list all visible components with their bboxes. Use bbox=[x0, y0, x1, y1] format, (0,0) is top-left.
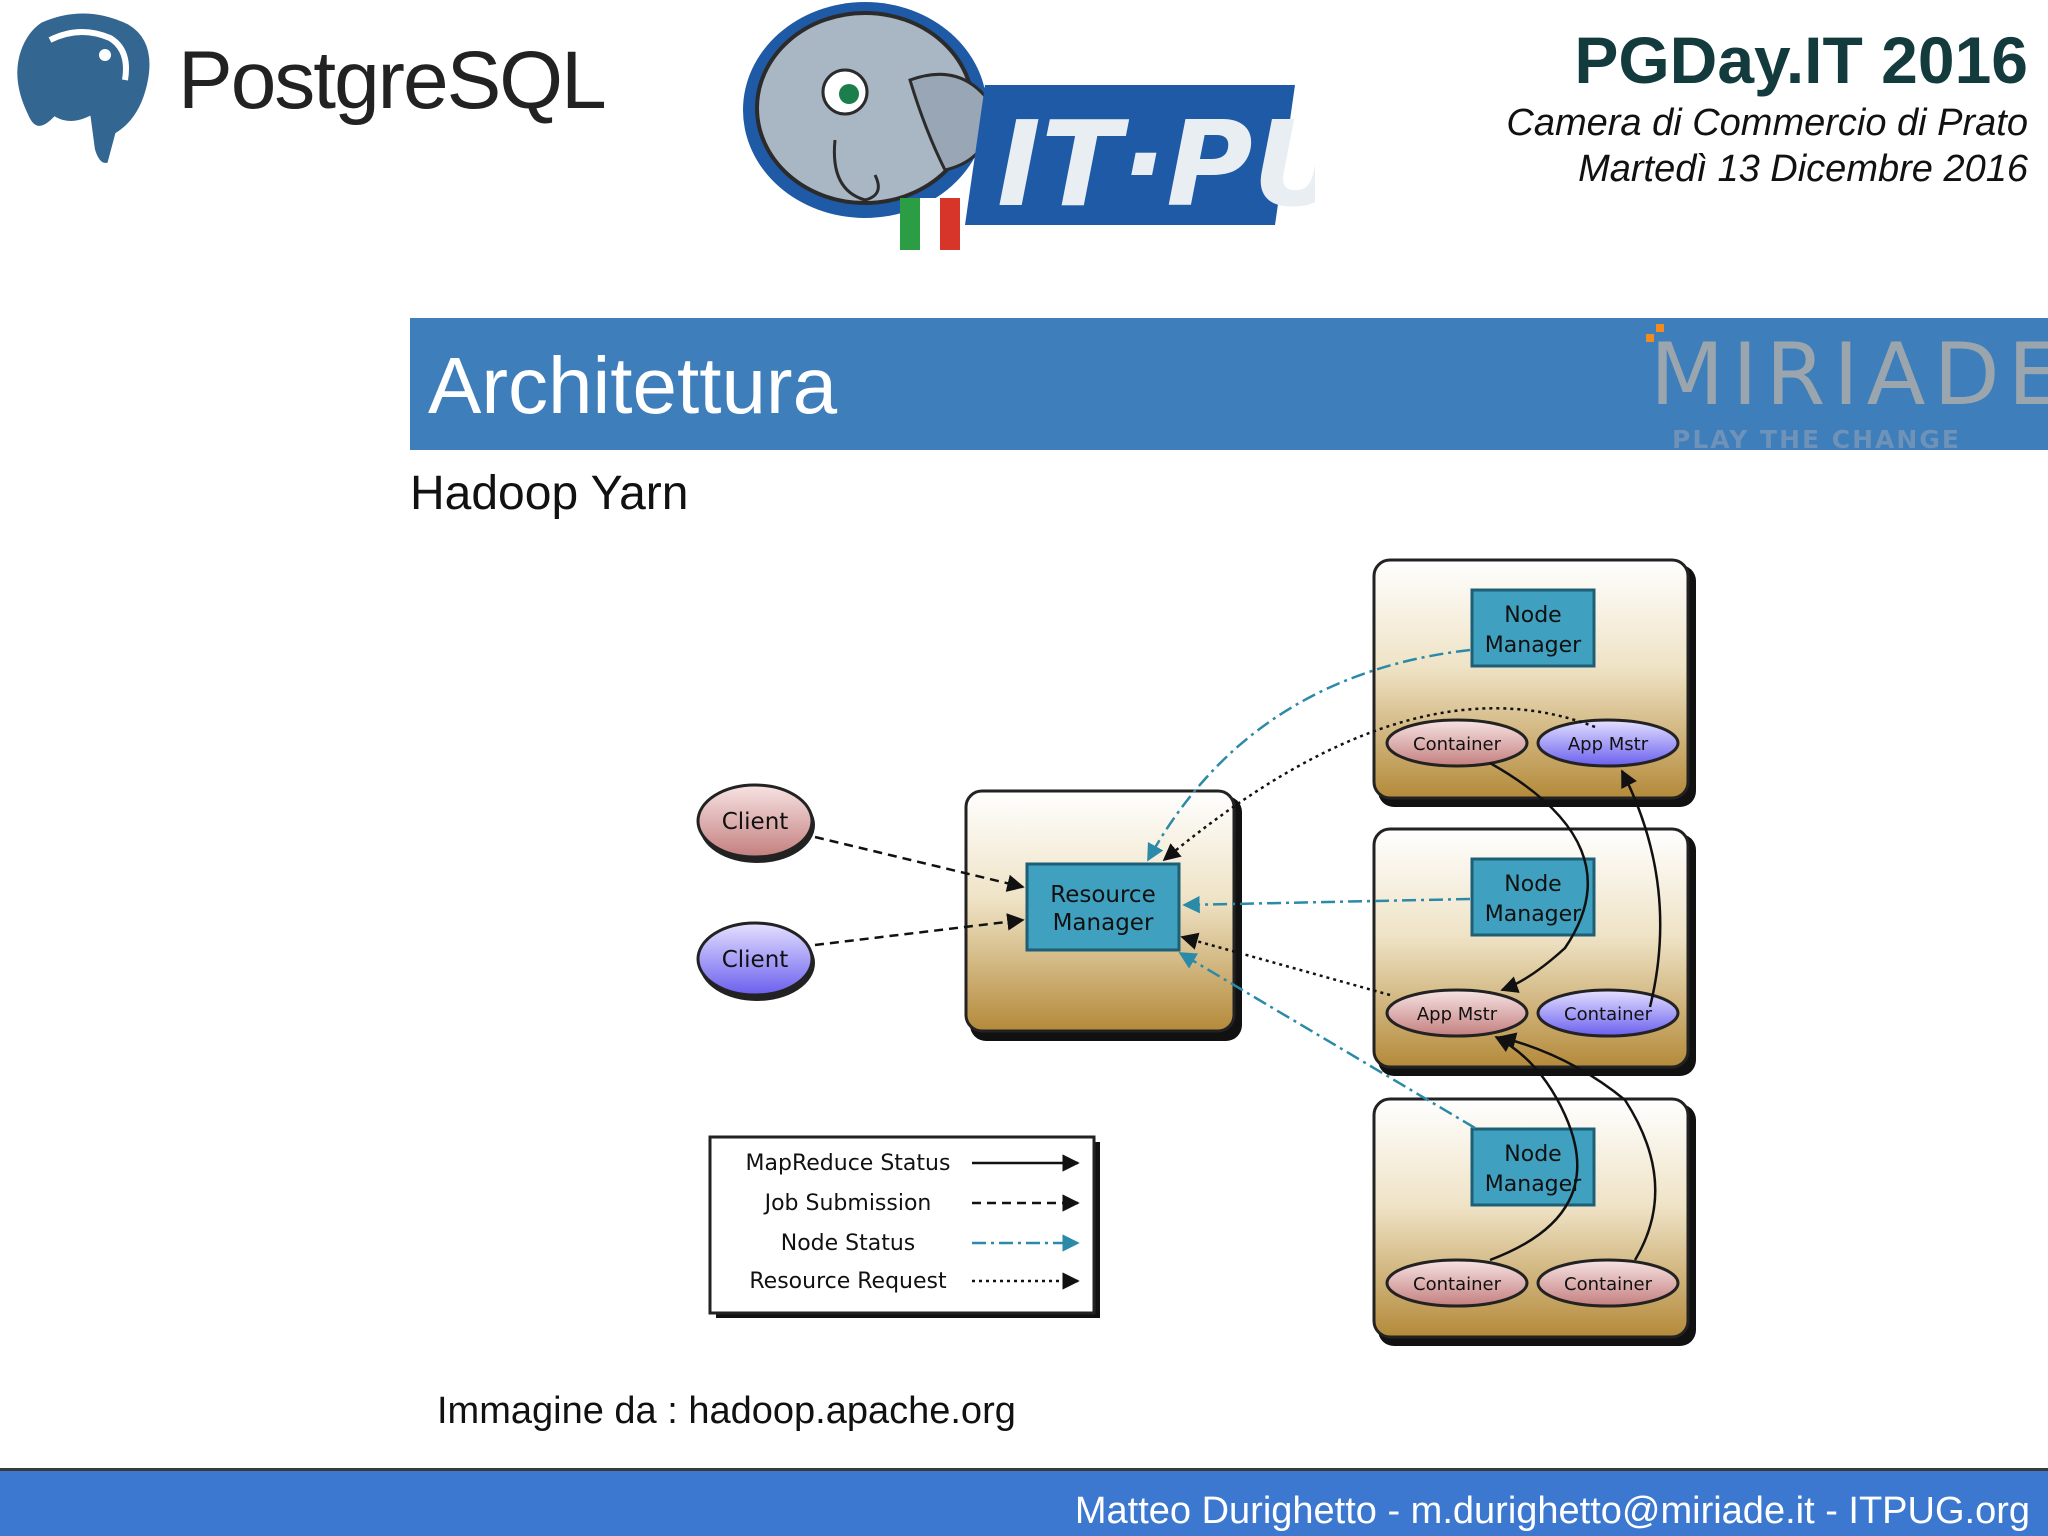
title-bar bbox=[410, 318, 2048, 450]
container-ellipse bbox=[1385, 1258, 1529, 1308]
app-master-ellipse bbox=[1385, 988, 1529, 1038]
node-manager-2 bbox=[1470, 857, 1596, 937]
slide-subtitle: Hadoop Yarn bbox=[410, 467, 689, 520]
node-manager-label: Node bbox=[1504, 872, 1561, 897]
app-master-label: App Mstr bbox=[1417, 1004, 1498, 1025]
app-master-label: App Mstr bbox=[1568, 734, 1649, 755]
node-manager-1 bbox=[1470, 588, 1596, 668]
miriade-dot-icon bbox=[1646, 334, 1654, 342]
container-label: Container bbox=[1413, 1274, 1502, 1295]
footer-bar bbox=[0, 1468, 2048, 1536]
app-master-ellipse bbox=[1536, 718, 1680, 768]
container-label: Container bbox=[1413, 734, 1502, 755]
node-manager-label: Node bbox=[1504, 603, 1561, 628]
postgresql-elephant-icon bbox=[11, 7, 156, 169]
resource-request-arrow bbox=[1180, 932, 1391, 997]
container-label: Container bbox=[1564, 1274, 1653, 1295]
image-credit: Immagine da : hadoop.apache.org bbox=[437, 1390, 1016, 1432]
itpug-elephant-icon bbox=[743, 2, 997, 250]
resource-request-arrow bbox=[1162, 707, 1596, 862]
miriade-wordmark: MIRIADE bbox=[1650, 325, 2048, 425]
job-submission-arrow bbox=[814, 835, 1025, 892]
client-ellipse bbox=[696, 783, 814, 859]
container-label: Container bbox=[1564, 1004, 1653, 1025]
mapreduce-status-arrow bbox=[1498, 1032, 1657, 1261]
mapreduce-status-arrow bbox=[1620, 769, 1662, 1008]
miriade-tagline: PLAY THE CHANGE bbox=[1672, 425, 1961, 454]
node-manager-label: Node bbox=[1504, 1142, 1561, 1167]
event-place: Camera di Commercio di Prato bbox=[1506, 102, 2028, 144]
resource-manager-label: Resource bbox=[1050, 882, 1155, 908]
node-status-arrow bbox=[1146, 648, 1471, 862]
legend-box bbox=[708, 1135, 1096, 1315]
resource-manager-label: Manager bbox=[1053, 910, 1154, 936]
postgresql-wordmark: PostgreSQL bbox=[178, 35, 607, 126]
mapreduce-status-arrow bbox=[1489, 761, 1589, 993]
miriade-logo: MIRIADE PLAY THE CHANGE bbox=[1632, 312, 2048, 457]
node-manager-label: Manager bbox=[1485, 633, 1582, 658]
yarn-architecture-diagram: Node Manager Node Manager Node Manager R… bbox=[690, 555, 1700, 1355]
postgresql-logo: PostgreSQL bbox=[0, 0, 660, 175]
container-ellipse bbox=[1536, 1258, 1680, 1308]
node-manager-label: Manager bbox=[1485, 902, 1582, 927]
job-submission-arrow bbox=[814, 913, 1025, 947]
client-label: Client bbox=[722, 809, 789, 835]
legend-label: MapReduce Status bbox=[746, 1151, 951, 1176]
node-status-arrow bbox=[1178, 951, 1476, 1130]
node-manager-label: Manager bbox=[1485, 1172, 1582, 1197]
footer-text: Matteo Durighetto - m.durighetto@miriade… bbox=[1074, 1490, 2030, 1532]
legend-label: Resource Request bbox=[749, 1269, 947, 1294]
container-ellipse bbox=[1536, 988, 1680, 1038]
event-date: Martedì 13 Dicembre 2016 bbox=[1578, 148, 2028, 190]
client-ellipse bbox=[696, 921, 814, 997]
node-status-arrow bbox=[1182, 895, 1471, 914]
resource-manager bbox=[1025, 862, 1181, 952]
itpug-wordmark: IT·PUG bbox=[997, 95, 1315, 233]
client-label: Client bbox=[722, 947, 789, 973]
legend-label: Node Status bbox=[781, 1231, 916, 1256]
slide-title: Architettura bbox=[428, 341, 838, 430]
miriade-dot-icon bbox=[1656, 324, 1664, 332]
itpug-logo: IT·PUG bbox=[735, 0, 1445, 265]
container-ellipse bbox=[1385, 718, 1529, 768]
mapreduce-status-arrow bbox=[1489, 1035, 1579, 1262]
event-title: PGDay.IT 2016 bbox=[1574, 23, 2028, 97]
legend-label: Job Submission bbox=[763, 1191, 932, 1216]
